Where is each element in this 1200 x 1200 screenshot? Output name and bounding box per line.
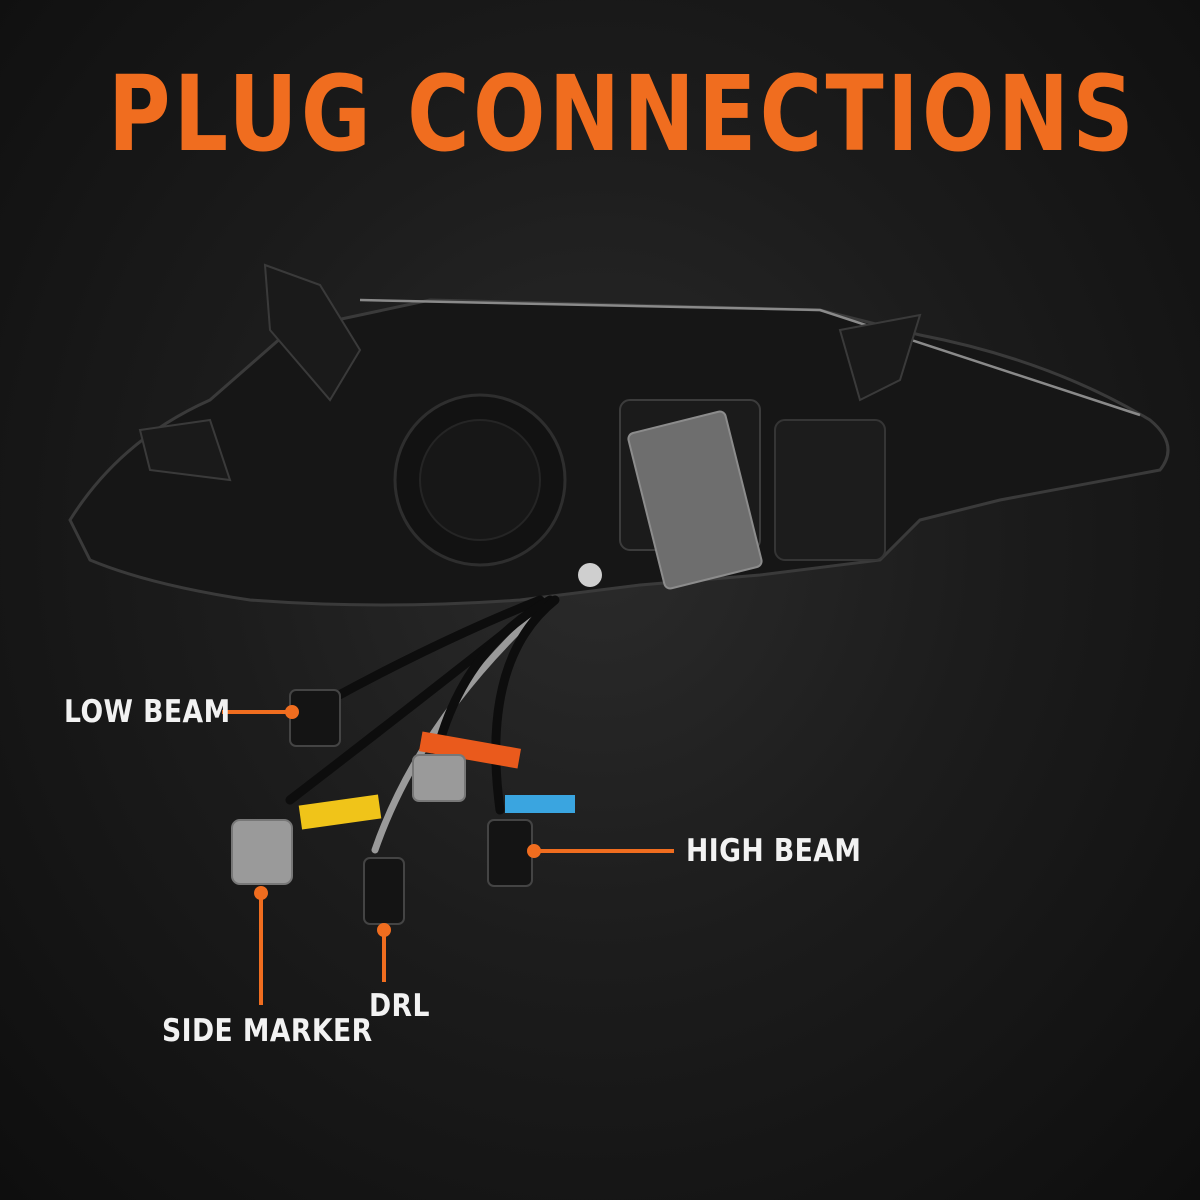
headlight-housing bbox=[68, 263, 1170, 607]
gray-connector bbox=[412, 754, 466, 802]
wire-tags bbox=[298, 731, 575, 830]
drl-dot bbox=[377, 923, 391, 937]
wire-harness bbox=[285, 595, 560, 854]
callout-lines bbox=[222, 705, 674, 1005]
side-marker-connector bbox=[231, 819, 293, 885]
side-marker-label: SIDE MARKER bbox=[162, 1013, 373, 1049]
drl-connector bbox=[363, 857, 405, 925]
high-beam-connector bbox=[487, 819, 533, 887]
page-title: PLUG CONNECTIONS bbox=[108, 53, 1138, 175]
high-beam-dot bbox=[527, 844, 541, 858]
low-beam-dot bbox=[285, 705, 299, 719]
low-beam-label: LOW BEAM bbox=[64, 694, 231, 730]
drl-label: DRL bbox=[369, 988, 430, 1024]
high-beam-label: HIGH BEAM bbox=[686, 833, 862, 869]
side-marker-dot bbox=[254, 886, 268, 900]
connectors bbox=[231, 689, 533, 925]
low-beam-connector bbox=[289, 689, 341, 747]
